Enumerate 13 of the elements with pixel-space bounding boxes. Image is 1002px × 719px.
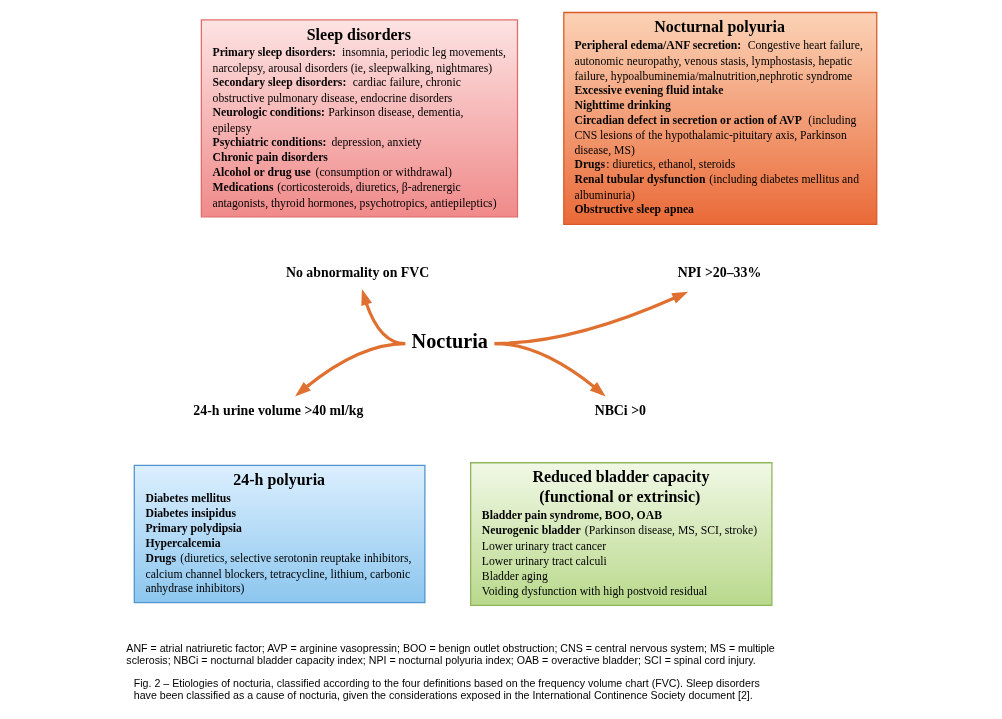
label: ANF = atrial natriuretic factor; AVP = arginine vasopressin; BOO = benign outlet obstruction; CNS = central nervous system; MS = multiple sclerosis; NBCi = nocturnal bladder capacity index; NPI = nocturnal polyuria index; OAB = overactive bladder; SCI = spinal cord injury. xyxy=(126,642,775,666)
node-text: NBCi >0 xyxy=(594,403,646,419)
node-text: No abnormality on FVC xyxy=(285,264,430,280)
node-box: 24-h polyuria Diabetes mellitus Diabetes insipidus Primary polydipsia Hypercalcemia Drugs (diuretics, selective serotonin reuptake inhibitors, calcium channel blockers, tetracycline, lithium, carbonic anhydrase inhibitors) xyxy=(133,464,426,604)
arrow xyxy=(494,341,606,397)
node-box: Reduced bladder capacity (functional or extrinsic) Bladder pain syndrome, BOO, OAB Neurogenic bladder (Parkinson disease, MS, SCI, stroke) Lower urinary tract cancer Lower urinary tract calculi Bladder aging Voiding dysfunction with high postvoid residual xyxy=(470,462,773,606)
arrow xyxy=(295,341,406,397)
node-box: Sleep disorders Primary sleep disorders: insomnia, periodic leg movements, narcolepsy, arousal disorders (ie, sleepwalking, nightmares) Secondary sleep disorders: cardiac failure, chronic obstructive pulmonary disease, endocrine disorders Neurologic conditions: Parkinson disease, dementia, epilepsy Psychiatric conditions: depression, anxiety Chronic pain disorders Alcohol or drug use (consumption or withdrawal) Medications (corticosteroids, diuretics, β-adrenergic antagonists, thyroid hormones, psychotropics, antiepileptics) xyxy=(200,19,519,218)
node-text: NPI >20–33% xyxy=(677,264,762,280)
node-box: Nocturnal polyuria Peripheral edema/ANF secretion: Congestive heart failure, autonomic neuropathy, venous stasis, lymphostasis, hepatic failure, hypoalbuminemia/malnutrition,nephrotic syndrome Excessive evening fluid intake Nighttime drinking Circadian defect in secretion or action of AVP (including CNS lesions of the hypothalamic-pituitary axis, Parkinson disease, MS) Drugs: diuretics, ethanol, steroids Renal tubular dysfunction (including diabetes mellitus and albuminuria) Obstructive sleep apnea xyxy=(563,11,878,225)
caption: Fig. 2 – Etiologies of nocturia, classified according to the four definitions based on the frequency volume chart (FVC). Sleep disorders have been classified as a cause of nocturia, given the considerations exposed in the International Continence Society document [2]. xyxy=(133,677,760,702)
node-text: 24-h urine volume >40 ml/kg xyxy=(193,403,364,419)
node-text: Nocturia xyxy=(411,330,488,352)
